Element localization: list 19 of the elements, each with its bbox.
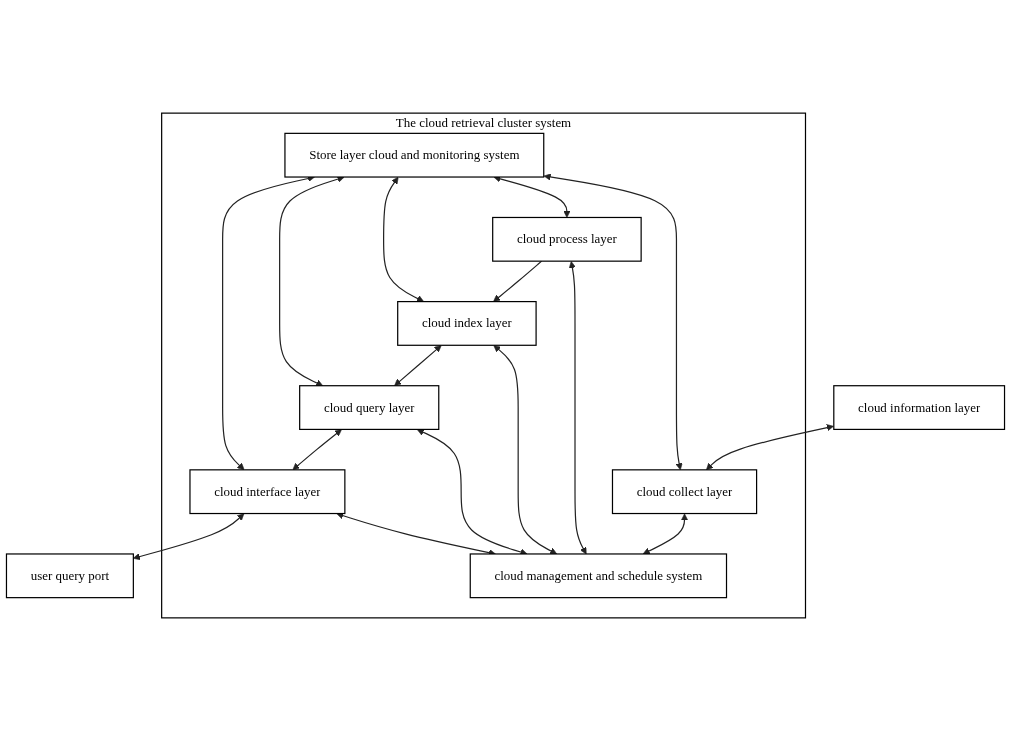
- node-box: cloud collect layer: [611, 469, 758, 515]
- arrow: [493, 345, 558, 555]
- node-box: cloud information layer: [833, 385, 1006, 430]
- arrow: [706, 424, 834, 471]
- arrow: [383, 176, 424, 302]
- node-box: user query port: [5, 553, 134, 599]
- node-box: cloud query layer: [299, 385, 440, 430]
- arrow: [568, 261, 587, 555]
- arrow: [543, 173, 683, 471]
- arrow: [493, 260, 543, 302]
- node-box: Store layer cloud and monitoring system: [284, 132, 545, 178]
- node-box: cloud index layer: [397, 301, 537, 346]
- arrow: [292, 429, 342, 471]
- node-box: cloud interface layer: [189, 469, 346, 515]
- node-box: cloud management and schedule system: [469, 553, 728, 599]
- arrow: [642, 513, 689, 555]
- node-box: cloud process layer: [492, 216, 642, 262]
- arrow: [133, 513, 245, 561]
- arrow: [394, 345, 442, 387]
